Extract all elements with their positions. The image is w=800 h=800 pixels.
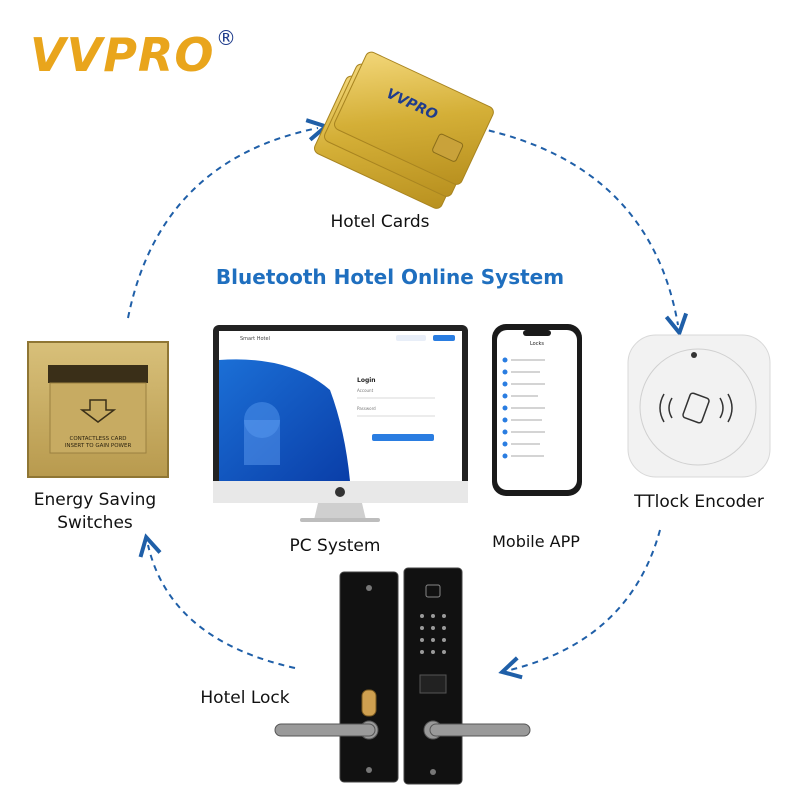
encoder-image	[627, 334, 771, 478]
arrow-switch-to-cards	[127, 128, 318, 319]
arrow-encoder-to-lock	[510, 529, 661, 670]
svg-text:Account: Account	[357, 388, 374, 393]
svg-text:Password: Password	[357, 406, 376, 411]
registered-mark: ®	[216, 26, 236, 50]
energy-switch-image: CONTACTLESS CARD INSERT TO GAIN POWER	[27, 341, 169, 478]
hotel-lock-left-image	[274, 571, 399, 783]
label-ttlock-encoder: TTlock Encoder	[634, 492, 764, 512]
mobile-phone-image: Locks	[492, 324, 582, 496]
arrow-lock-to-switch	[148, 545, 296, 669]
brand-logo: VVPRO	[30, 28, 214, 82]
label-mobile-app: Mobile APP	[492, 532, 580, 551]
label-pc-system: PC System	[289, 536, 381, 556]
label-hotel-lock: Hotel Lock	[200, 688, 290, 708]
hotel-lock-right-image	[403, 567, 531, 785]
label-hotel-cards: Hotel Cards	[330, 212, 430, 232]
pc-login-title: Login	[357, 377, 376, 384]
hotel-cards-image: VVPRO	[314, 51, 494, 209]
pc-app-name: Smart Hotel	[240, 336, 270, 342]
switch-text-line1: CONTACTLESS CARD	[69, 436, 126, 442]
switch-text-line2: INSERT TO GAIN POWER	[65, 443, 132, 449]
label-energy-switch-line2: Switches	[57, 513, 133, 533]
phone-header: Locks	[530, 341, 544, 347]
label-energy-switch-line1: Energy Saving	[33, 490, 157, 510]
diagram-title: Bluetooth Hotel Online System	[215, 265, 565, 289]
logo-text: VVPRO	[30, 28, 215, 82]
pc-monitor-image: Smart Hotel Login Account Password	[213, 325, 468, 522]
arrow-cards-to-encoder	[477, 127, 678, 325]
